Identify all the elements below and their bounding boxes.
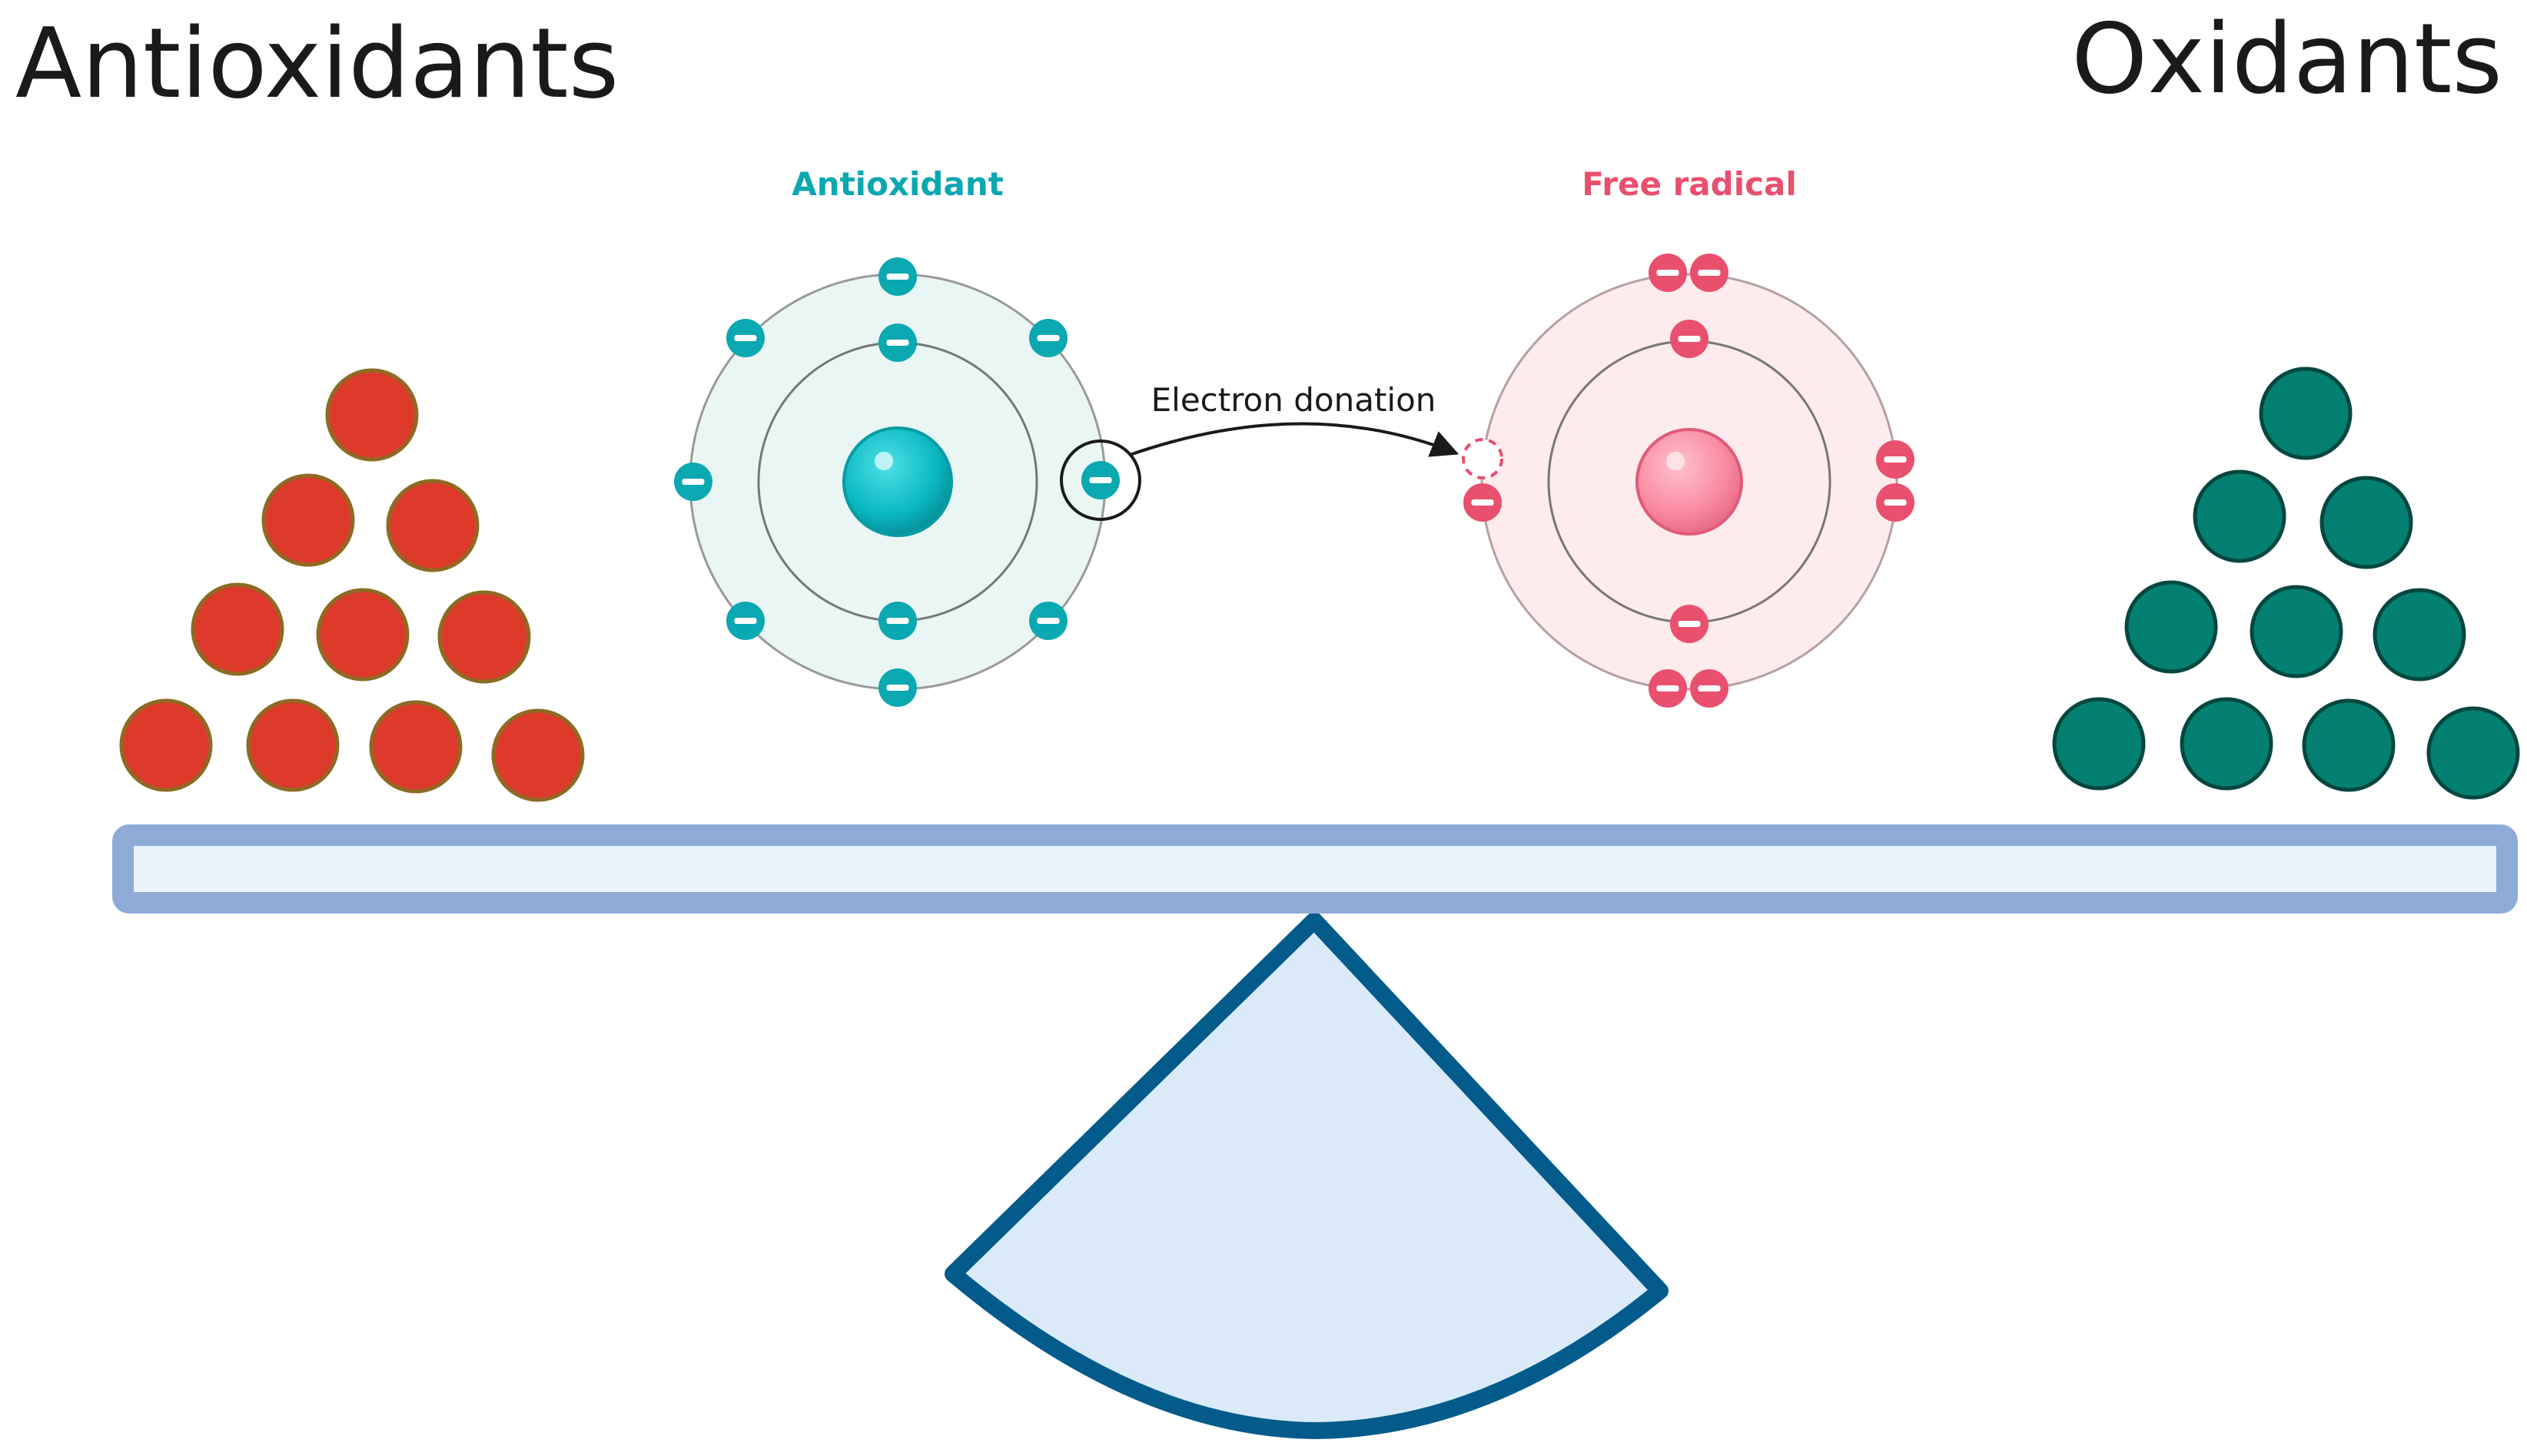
electron-icon <box>1649 669 1687 708</box>
electron-icon <box>1876 483 1914 522</box>
ball <box>2250 585 2343 678</box>
free-radical-atom: Free radical <box>1462 165 1914 708</box>
antioxidant-electrons <box>674 257 1120 707</box>
antioxidant-label: Antioxidant <box>792 165 1004 203</box>
ball <box>2180 697 2273 791</box>
atom-nucleus-icon <box>1635 428 1743 536</box>
ball <box>261 473 355 567</box>
oxidants-title: Oxidants <box>2071 2 2502 115</box>
electron-icon <box>726 602 765 640</box>
electron-icon <box>1670 605 1708 643</box>
arrow-icon <box>1129 422 1459 457</box>
ball <box>491 708 585 802</box>
electron-icon <box>878 602 917 640</box>
electron-icon <box>674 463 712 501</box>
oxidant-pile <box>2052 366 2520 800</box>
atom-nucleus-icon <box>842 426 953 537</box>
electron-icon <box>1029 602 1068 640</box>
free-radical-label: Free radical <box>1582 165 1796 203</box>
electron-icon <box>1876 440 1914 479</box>
ball <box>2373 588 2466 682</box>
ball <box>437 590 531 684</box>
ball <box>2193 469 2286 563</box>
ball <box>2426 706 2520 800</box>
ball <box>119 698 213 792</box>
electron-icon <box>1670 320 1708 358</box>
ball <box>2319 476 2413 569</box>
electron-icon <box>1649 254 1687 292</box>
ball <box>2124 580 2218 674</box>
electron-icon <box>1081 461 1120 499</box>
electron-icon <box>726 319 765 357</box>
antioxidant-atom: Antioxidant <box>674 165 1141 707</box>
ball <box>191 582 284 676</box>
balance-beam <box>112 824 2518 914</box>
donated-electron-highlight <box>1060 439 1141 521</box>
ball <box>246 698 340 792</box>
ball <box>2259 366 2353 460</box>
electron-vacancy-icon <box>1462 438 1503 479</box>
free-radical-electrons <box>1463 254 1914 708</box>
ball <box>369 700 463 794</box>
ball <box>2302 698 2396 792</box>
ball <box>2052 697 2146 791</box>
ball <box>325 368 419 462</box>
fulcrum <box>945 912 1669 1439</box>
electron-icon <box>1463 483 1502 522</box>
electron-icon <box>1690 254 1728 292</box>
electron-icon <box>878 323 917 362</box>
electron-icon <box>878 257 917 296</box>
antioxidant-pile <box>119 368 585 802</box>
ball <box>316 588 410 682</box>
ball <box>386 479 480 572</box>
electron-icon <box>878 668 917 707</box>
electron-icon <box>1690 669 1728 708</box>
antioxidants-title: Antioxidants <box>15 7 619 120</box>
electron-icon <box>1029 319 1068 357</box>
arrow-label: Electron donation <box>1151 381 1436 419</box>
